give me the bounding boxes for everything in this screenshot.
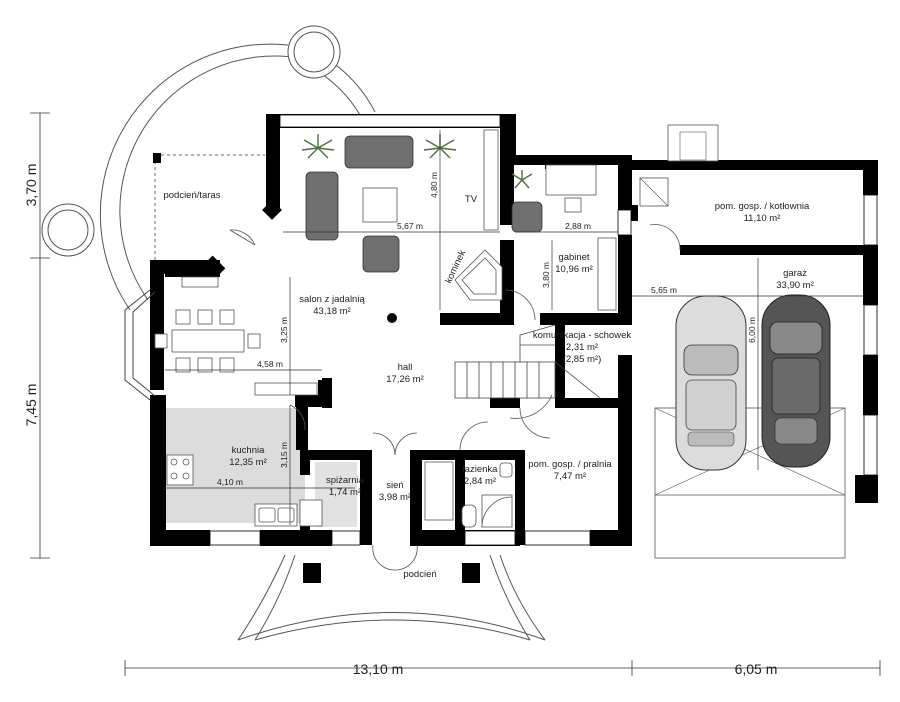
label-garaz: garaż — [783, 268, 807, 279]
fridge — [299, 499, 323, 527]
dining-table — [154, 309, 261, 373]
coffee-table — [362, 187, 398, 223]
label-tv: TV — [465, 194, 478, 205]
dim-overall-terrace-height: 3,70 m — [23, 164, 39, 207]
gabinet-desk — [545, 164, 597, 196]
label-komunikacja: komunikacja - schowek — [533, 330, 631, 341]
dim-kitchen-width: 4,10 m — [217, 477, 243, 487]
terrace-post — [153, 153, 161, 163]
area-pralnia: 7,47 m² — [554, 471, 586, 482]
area-kotlownia: 11,10 m² — [744, 213, 781, 224]
gabinet-shelf — [597, 237, 617, 311]
label-sien: sień — [386, 480, 403, 491]
label-podcien-taras: podcień/taras — [163, 190, 220, 201]
gabinet-chair — [564, 197, 582, 213]
fireplace — [454, 249, 503, 301]
garage-apron — [654, 407, 846, 559]
label-hall: hall — [398, 362, 413, 373]
label-podcien: podcień — [403, 569, 436, 580]
porch-steps — [237, 554, 546, 641]
dim-overall-main-height: 7,45 m — [23, 384, 39, 427]
dim-garage-height: 6,00 m — [747, 317, 757, 343]
area-spizarnia: 1,74 m² — [329, 487, 361, 498]
label-kotlownia: pom. gosp. / kotłownia — [715, 201, 810, 212]
bath-fixtures — [424, 461, 513, 528]
area-komunikacja: 2,31 m² — [566, 342, 598, 353]
area-salon: 43,18 m² — [313, 306, 351, 317]
area-garaz: 33,90 m² — [776, 280, 814, 291]
windows — [209, 114, 878, 546]
dim-salon-width: 5,67 m — [397, 221, 423, 231]
area-lazienka: 2,84 m² — [464, 476, 496, 487]
car-left — [675, 295, 747, 471]
dim-salon-height: 4,80 m — [429, 172, 439, 198]
hall-bench — [254, 382, 318, 396]
terrace-dashed-edge — [154, 154, 265, 260]
dim-garage-width: 5,65 m — [651, 285, 677, 295]
dimension-lines — [165, 130, 863, 525]
dim-dining-width: 4,58 m — [257, 359, 283, 369]
terrace-columns — [41, 25, 341, 257]
label-kuchnia: kuchnia — [232, 445, 265, 456]
area2-komunikacja: (2,85 m²) — [563, 354, 602, 365]
area-gabinet: 10,96 m² — [555, 264, 593, 275]
stove — [166, 454, 194, 486]
room-labels: podcień/taras salon z jadalnią 43,18 m² … — [163, 190, 813, 580]
label-lazienka: łazienka — [463, 464, 499, 475]
dimension-labels: 5,67 m 4,80 m 2,88 m 3,80 m 4,58 m 3,25 … — [23, 164, 777, 677]
dim-kitchen-height: 3,15 m — [279, 442, 289, 468]
dim-gabinet-height: 3,80 m — [541, 262, 551, 288]
car-right — [761, 294, 831, 468]
area-kuchnia: 12,35 m² — [229, 457, 267, 468]
dim-overall-garage-width: 6,05 m — [735, 661, 778, 677]
area-hall: 17,26 m² — [386, 374, 424, 385]
kitchen-sink — [254, 503, 298, 527]
dim-overall-main-width: 13,10 m — [353, 661, 404, 677]
stairs — [454, 324, 601, 399]
kotlownia-entrance — [667, 124, 719, 162]
label-pralnia: pom. gosp. / pralnia — [528, 459, 612, 470]
bay-window — [124, 289, 156, 401]
sofa — [305, 135, 543, 273]
outer-dimension-lines — [30, 112, 881, 676]
label-gabinet: gabinet — [558, 252, 590, 263]
boiler — [639, 177, 669, 207]
label-salon: salon z jadalnią — [299, 294, 365, 305]
tv-cabinet — [483, 129, 499, 231]
column — [387, 313, 397, 323]
area-sien: 3,98 m² — [379, 492, 411, 503]
sideboard — [181, 276, 219, 288]
dim-dining-height: 3,25 m — [279, 317, 289, 343]
dim-gabinet-width: 2,88 m — [565, 221, 591, 231]
label-spizarnia: spiżarnia — [326, 475, 365, 486]
